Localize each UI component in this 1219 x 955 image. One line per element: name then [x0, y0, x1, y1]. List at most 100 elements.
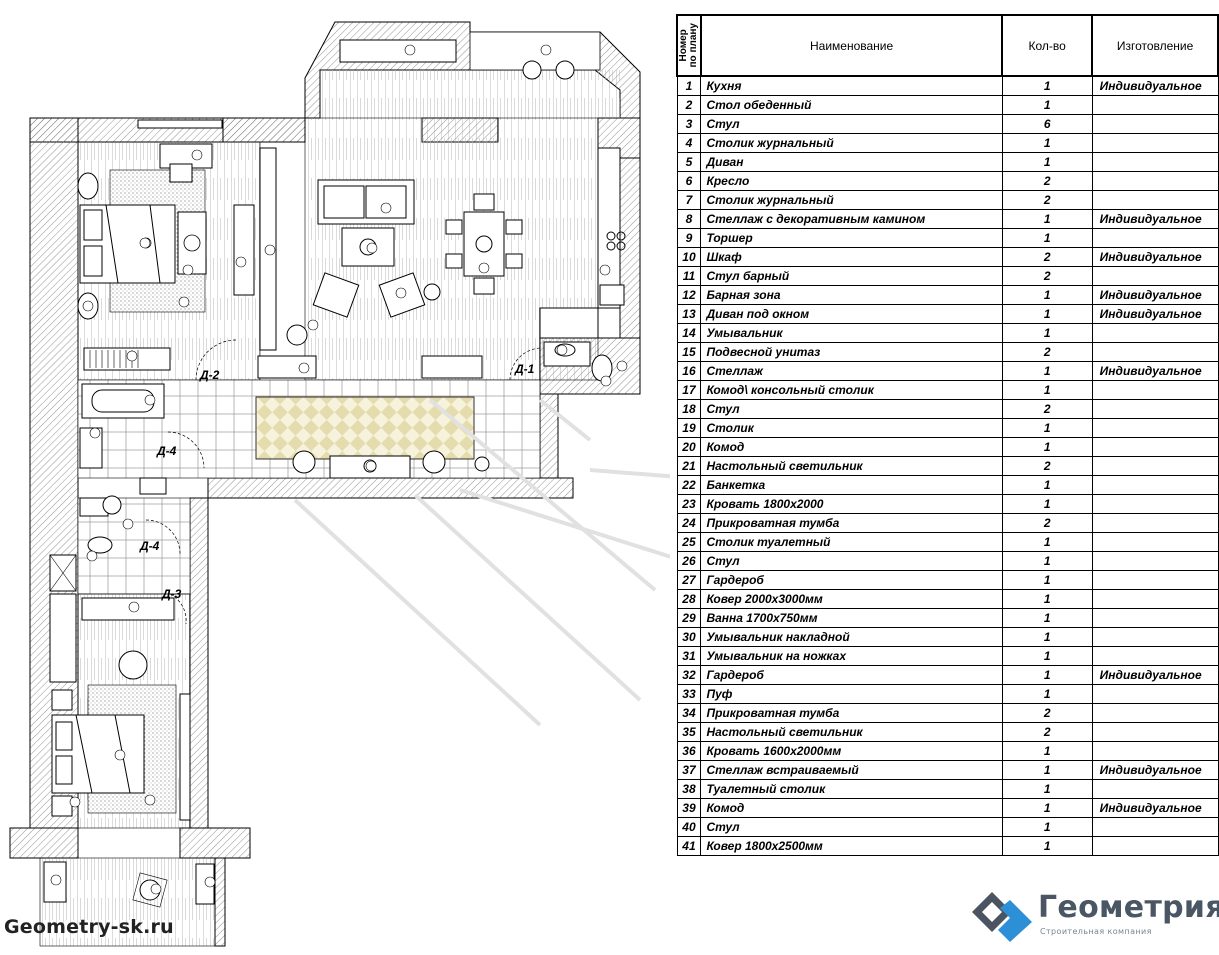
row-number: 29 — [676, 608, 702, 628]
row-qty: 2 — [1001, 703, 1093, 723]
row-qty: 1 — [1001, 646, 1093, 666]
row-name: Комод — [700, 437, 1003, 457]
row-name: Диван — [700, 152, 1003, 172]
row-name: Подвесной унитаз — [700, 342, 1003, 362]
row-number: 15 — [676, 342, 702, 362]
row-number: 11 — [676, 266, 702, 286]
door-label-d4b: Д-4 — [140, 539, 160, 553]
row-number: 27 — [676, 570, 702, 590]
row-qty: 1 — [1001, 817, 1093, 837]
row-make — [1091, 532, 1219, 552]
company-logo: Геометрия Строительная компания — [970, 888, 1219, 944]
row-number: 41 — [676, 836, 702, 856]
row-qty: 1 — [1001, 836, 1093, 856]
row-number: 14 — [676, 323, 702, 343]
row-make: Индивидуальное — [1091, 361, 1219, 381]
row-number: 22 — [676, 475, 702, 495]
row-name: Ванна 1700х750мм — [700, 608, 1003, 628]
watermark-lines — [293, 398, 670, 727]
row-make: Индивидуальное — [1091, 247, 1219, 267]
row-number: 17 — [676, 380, 702, 400]
row-make: Индивидуальное — [1091, 304, 1219, 324]
row-qty: 1 — [1001, 285, 1093, 305]
row-make: Индивидуальное — [1091, 665, 1219, 685]
row-make — [1091, 836, 1219, 856]
header-name: Наименование — [699, 14, 1004, 77]
row-number: 34 — [676, 703, 702, 723]
bay-window — [137, 31, 601, 129]
website-url: Geometry-sk.ru — [4, 916, 174, 938]
row-make — [1091, 437, 1219, 457]
row-number: 32 — [676, 665, 702, 685]
row-number: 13 — [676, 304, 702, 324]
row-make — [1091, 741, 1219, 761]
row-number: 37 — [676, 760, 702, 780]
row-number: 5 — [676, 152, 702, 172]
row-qty: 1 — [1001, 380, 1093, 400]
corridor-rug — [255, 396, 475, 460]
furniture-spec-table: Номер по плану Наименование Кол-во Изгот… — [676, 14, 1219, 856]
geometry-logo-icon — [972, 892, 1032, 942]
nightstand-1 — [77, 172, 99, 200]
row-make — [1091, 703, 1219, 723]
row-number: 28 — [676, 589, 702, 609]
row-qty: 1 — [1001, 437, 1093, 457]
bedroom-2 — [49, 593, 191, 821]
row-number: 33 — [676, 684, 702, 704]
row-qty: 1 — [1001, 684, 1093, 704]
row-qty: 2 — [1001, 247, 1093, 267]
row-number: 12 — [676, 285, 702, 305]
door-label-d1: Д-1 — [515, 362, 535, 376]
row-name: Ковер 1800х2500мм — [700, 836, 1003, 856]
row-make: Индивидуальное — [1091, 209, 1219, 229]
row-qty: 1 — [1001, 570, 1093, 590]
row-make — [1091, 589, 1219, 609]
row-number: 20 — [676, 437, 702, 457]
table-header-row: Номер по плану Наименование Кол-во Изгот… — [676, 14, 1219, 77]
row-name: Комод\ консольный столик — [700, 380, 1003, 400]
row-make — [1091, 114, 1219, 134]
row-number: 1 — [676, 75, 702, 96]
row-name: Шкаф — [700, 247, 1003, 267]
row-number: 18 — [676, 399, 702, 419]
row-name: Стеллаж встраиваемый — [700, 760, 1003, 780]
header-make: Изготовление — [1091, 14, 1219, 77]
row-name: Настольный светильник — [700, 722, 1003, 742]
logo-name: Геометрия — [1038, 890, 1219, 925]
floor-plan-drawing — [9, 21, 670, 947]
header-qty: Кол-во — [1001, 14, 1094, 77]
row-number: 39 — [676, 798, 702, 818]
row-qty: 1 — [1001, 589, 1093, 609]
row-name: Стол обеденный — [700, 95, 1003, 115]
row-make — [1091, 190, 1219, 210]
row-qty: 1 — [1001, 798, 1093, 818]
row-make — [1091, 228, 1219, 248]
row-name: Столик журнальный — [700, 133, 1003, 153]
row-qty: 1 — [1001, 418, 1093, 438]
row-make — [1091, 323, 1219, 343]
row-make — [1091, 380, 1219, 400]
row-qty: 1 — [1001, 75, 1093, 96]
row-name: Кресло — [700, 171, 1003, 191]
row-name: Прикроватная тумба — [700, 703, 1003, 723]
row-make — [1091, 133, 1219, 153]
row-make — [1091, 494, 1219, 514]
